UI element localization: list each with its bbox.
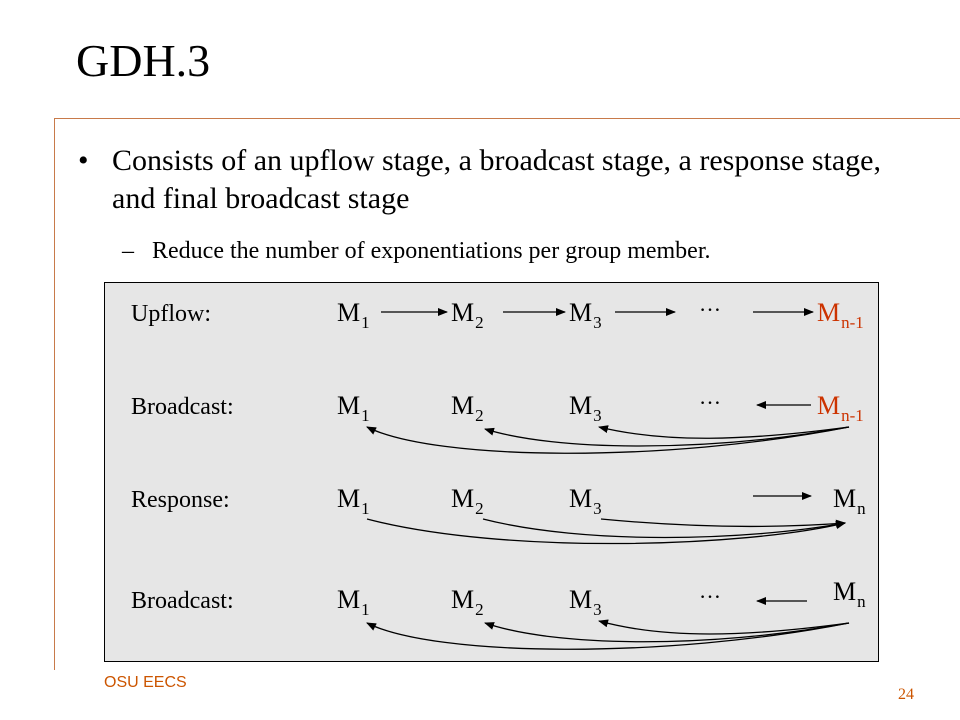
final-broadcast-curve-to-m1 (366, 622, 850, 650)
member-node-response-5: Mn (833, 484, 866, 518)
bullet-dot: • (78, 144, 89, 177)
final-broadcast-curve-to-m2 (484, 622, 850, 643)
frame-left-rule (54, 118, 55, 670)
slide-title: GDH.3 (76, 35, 211, 86)
member-node-upflow-3: M3 (569, 298, 602, 332)
ellipsis-broadcast-2-4: … (699, 578, 721, 603)
ellipsis-broadcast-1-4: … (699, 384, 721, 409)
ellipsis-upflow-4: … (699, 291, 721, 316)
member-node-upflow-5: Mn-1 (817, 298, 864, 332)
response-curve-from-m1 (366, 518, 846, 545)
member-node-response-1: M1 (337, 484, 370, 518)
member-node-response-2: M2 (451, 484, 484, 518)
final-broadcast-curve-to-m3 (598, 619, 850, 635)
member-node-broadcast-1-2: M2 (451, 391, 484, 425)
page-number: 24 (898, 686, 914, 703)
broadcast-curve-to-m2 (484, 426, 850, 447)
broadcast-curve-to-m3 (598, 425, 850, 439)
response-curve-from-m3 (600, 518, 846, 528)
member-node-broadcast-1-5: Mn-1 (817, 391, 864, 425)
member-node-broadcast-2-3: M3 (569, 585, 602, 619)
stage-label-broadcast-1: Broadcast: (131, 394, 234, 420)
frame-top-rule (54, 118, 960, 119)
stage-label-broadcast-2: Broadcast: (131, 588, 234, 614)
response-curve-from-m2 (482, 518, 846, 539)
member-node-response-3: M3 (569, 484, 602, 518)
member-node-broadcast-1-1: M1 (337, 391, 370, 425)
member-node-broadcast-2-2: M2 (451, 585, 484, 619)
sub-bullet-dash: – (122, 238, 134, 264)
member-node-upflow-2: M2 (451, 298, 484, 332)
member-node-upflow-1: M1 (337, 298, 370, 332)
stage-label-upflow: Upflow: (131, 301, 211, 327)
member-node-broadcast-1-3: M3 (569, 391, 602, 425)
stage-label-response: Response: (131, 487, 230, 513)
member-node-broadcast-2-1: M1 (337, 585, 370, 619)
broadcast-curve-to-m1 (366, 426, 850, 454)
member-node-broadcast-2-5: Mn (833, 577, 866, 611)
sub-bullet-text: Reduce the number of exponentiations per… (152, 238, 711, 264)
footer-affiliation: OSU EECS (104, 674, 187, 691)
bullet-text: Consists of an upflow stage, a broadcast… (112, 144, 881, 215)
